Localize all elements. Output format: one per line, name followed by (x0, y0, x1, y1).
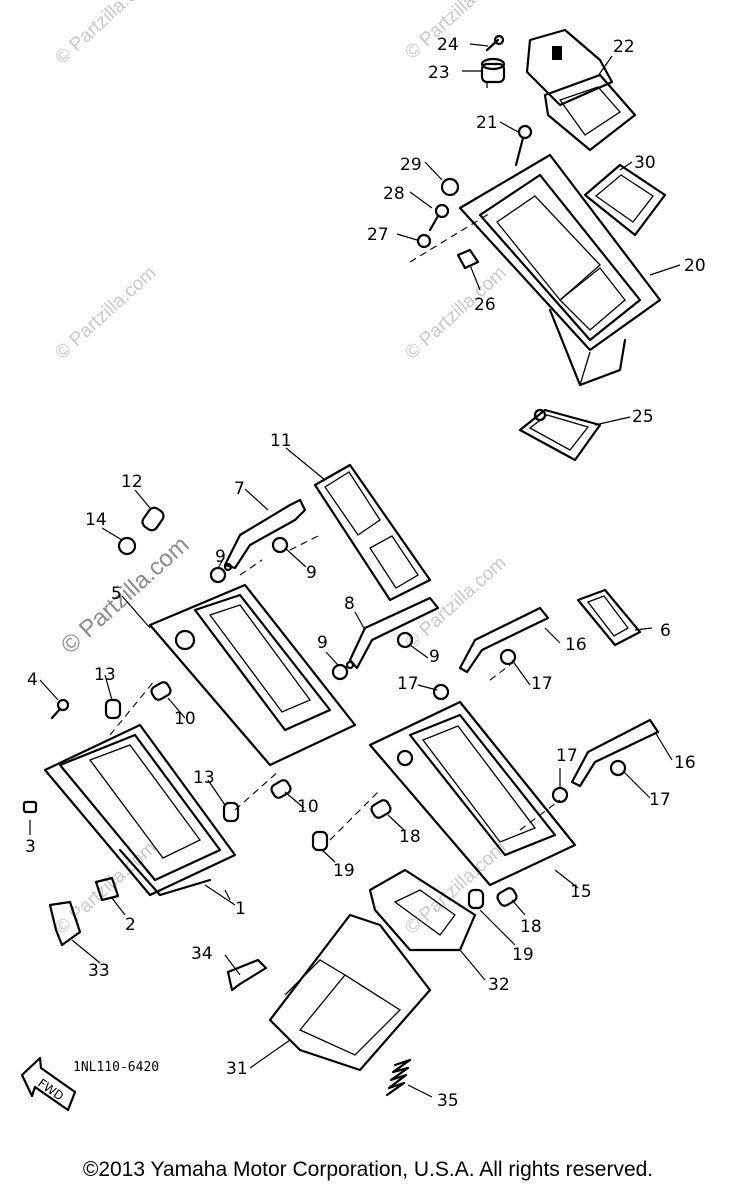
part-10-bushings (150, 681, 292, 799)
part-34-latch (226, 958, 268, 992)
part-16-handles (458, 606, 660, 788)
assembly-line (409, 211, 493, 263)
part-7-handle (223, 498, 307, 572)
callout-27: 27 (367, 225, 389, 245)
callout-9-b: 9 (306, 563, 317, 583)
callout-23: 23 (428, 63, 450, 83)
callout-30: 30 (634, 153, 656, 173)
callout-3: 3 (25, 837, 36, 857)
part-23-lock-cylinder (480, 57, 506, 88)
callout-29: 29 (400, 155, 422, 175)
callout-16-a: 16 (565, 635, 587, 655)
part-17-grommets (432, 648, 627, 804)
callout-33: 33 (88, 961, 110, 981)
callout-34: 34 (191, 944, 213, 964)
part-25-lid (518, 408, 602, 462)
callout-16-b: 16 (674, 753, 696, 773)
assembly-line (329, 789, 381, 841)
callout-7: 7 (234, 479, 245, 499)
part-30-seal (583, 163, 667, 237)
part-31-base (268, 913, 432, 1072)
callout-17-d: 17 (649, 790, 671, 810)
callout-18-b: 18 (520, 917, 542, 937)
part-18-bushings (370, 799, 518, 907)
callout-15: 15 (570, 882, 592, 902)
callout-5: 5 (111, 584, 122, 604)
part-15-tray (368, 700, 577, 887)
callout-2: 2 (125, 915, 136, 935)
callout-11: 11 (270, 431, 292, 451)
watermark: © Partzilla.com (51, 0, 160, 69)
diagram-code: 1NL110-6420 (73, 1060, 160, 1075)
callout-32: 32 (488, 975, 510, 995)
callout-22: 22 (613, 37, 635, 57)
callout-21: 21 (476, 113, 498, 133)
part-14-washer (117, 536, 137, 556)
callout-17-b: 17 (531, 674, 553, 694)
part-27-washer (416, 233, 432, 249)
part-24-screw (485, 34, 505, 52)
callout-24: 24 (437, 35, 459, 55)
callout-26: 26 (474, 295, 496, 315)
part-5-upper-tray (148, 583, 357, 767)
part-12-bushing (141, 506, 165, 532)
callout-17-c: 17 (556, 746, 578, 766)
part-3-clip (22, 800, 38, 814)
part-33-bracket (48, 900, 82, 947)
part-8-handle (345, 596, 440, 670)
callout-6: 6 (660, 621, 671, 641)
assembly-line (109, 679, 156, 736)
part-35-spring (385, 1058, 412, 1097)
part-26-nut (456, 248, 480, 270)
part-11-panel (313, 463, 432, 602)
callout-13-a: 13 (94, 665, 116, 685)
part-6-seal (576, 588, 642, 647)
callout-1: 1 (235, 899, 246, 919)
assembly-line (489, 664, 511, 681)
leader-lines (29, 43, 681, 1098)
watermark: © Partzilla.com (56, 531, 194, 659)
part-2-clip (94, 876, 120, 902)
part-29-cap (440, 177, 460, 197)
assembly-line (289, 534, 321, 551)
watermark: © Partzilla.com (51, 262, 160, 363)
callout-9-d: 9 (429, 647, 440, 667)
callout-35: 35 (437, 1091, 459, 1111)
callout-18-a: 18 (399, 827, 421, 847)
part-4-screw (50, 698, 70, 720)
callout-20: 20 (684, 256, 706, 276)
assembly-line (239, 559, 263, 576)
assembly-line (519, 799, 561, 831)
callout-13-b: 13 (193, 768, 215, 788)
assembly-line (234, 769, 281, 811)
callout-9-a: 9 (215, 547, 226, 567)
callout-10-b: 10 (297, 797, 319, 817)
part-20-cover (458, 153, 662, 387)
callout-14: 14 (85, 510, 107, 530)
callout-9-c: 9 (317, 633, 328, 653)
callout-28: 28 (383, 184, 405, 204)
callout-labels: 24 23 22 21 29 30 28 27 20 26 25 11 12 7… (25, 35, 706, 1111)
callout-10-a: 10 (174, 709, 196, 729)
copyright-notice: ©2013 Yamaha Motor Corporation, U.S.A. A… (82, 1158, 654, 1181)
callout-19-b: 19 (512, 945, 534, 965)
callout-19-a: 19 (333, 861, 355, 881)
callout-8: 8 (344, 594, 355, 614)
part-28-screw (428, 203, 450, 232)
part-19-bushings (311, 830, 485, 910)
callout-12: 12 (121, 472, 143, 492)
callout-17-a: 17 (397, 674, 419, 694)
part-1-lower-frame (43, 723, 237, 897)
part-13-bushings (104, 698, 240, 823)
fwd-arrow-icon: FWD (20, 1056, 77, 1112)
part-22-box (525, 28, 637, 152)
callout-25: 25 (632, 407, 654, 427)
fwd-label: FWD (35, 1076, 66, 1104)
callout-31: 31 (226, 1059, 248, 1079)
callout-4: 4 (27, 670, 38, 690)
